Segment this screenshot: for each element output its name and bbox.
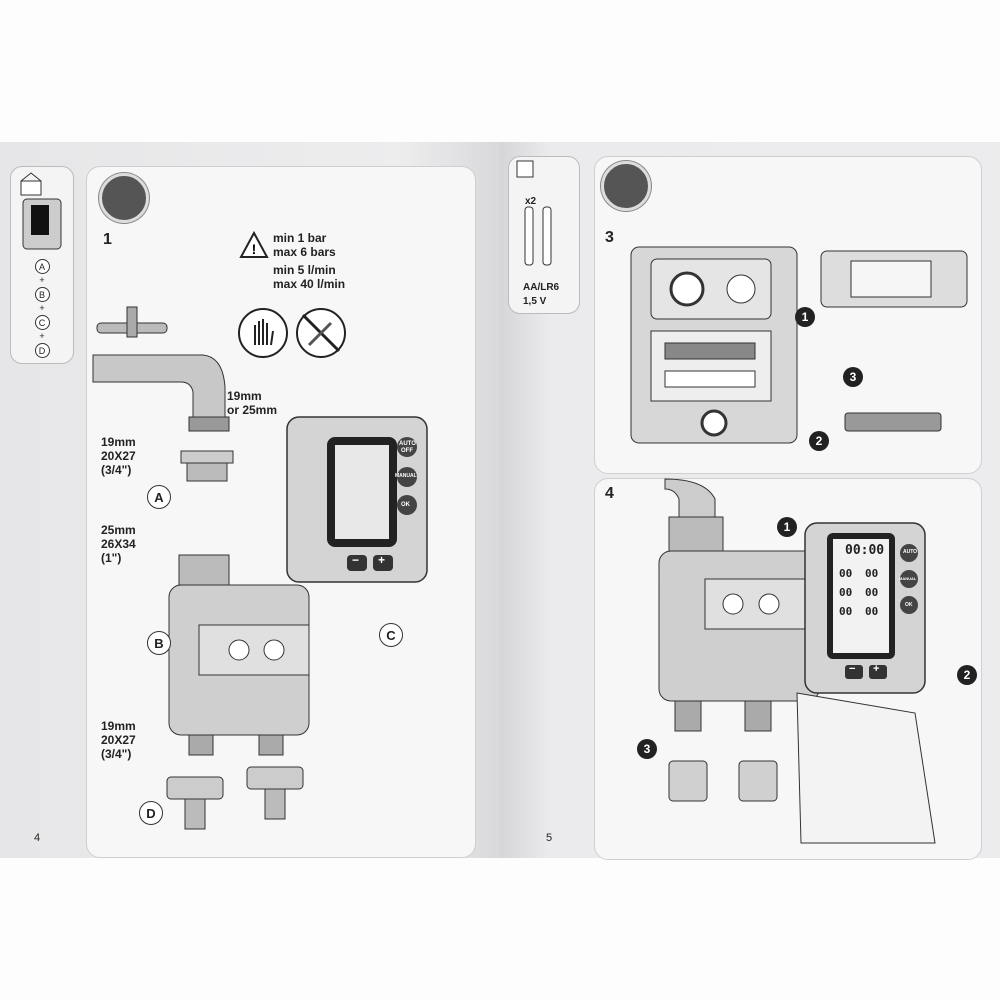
battery-voltage: 1,5 V (523, 296, 547, 307)
battery-tab: x2 AA/LR6 1,5 V (508, 156, 580, 314)
lcd-cell: 00 (839, 605, 853, 618)
sidebar-plus: + (39, 331, 45, 341)
manual-label: MANUAL (395, 473, 417, 479)
off-label: OFF (401, 448, 413, 454)
lcd-cell: 00 (839, 586, 853, 599)
callout-3: 3 (637, 739, 657, 759)
lcd-time: 00:00 (845, 543, 885, 558)
page-number-left: 4 (34, 832, 41, 844)
open-controller (796, 522, 936, 844)
part-b-label: B (147, 631, 171, 655)
pressure-min: min 1 bar (273, 231, 327, 245)
battery-aa (844, 412, 942, 432)
manual-label: MANUAL (899, 576, 917, 581)
flow-max: max 40 l/min (273, 277, 346, 291)
tap-size-1: 19mm (227, 389, 262, 403)
callout-1: 1 (795, 307, 815, 327)
battery-type: AA/LR6 (523, 282, 560, 293)
auto-label: AUTO (399, 441, 416, 447)
minus-button-label: − (849, 663, 856, 675)
box-icon (20, 172, 62, 250)
part-c-label: C (379, 623, 403, 647)
tap-size-2: or 25mm (227, 403, 278, 417)
adapter-d-inch: (3/4") (101, 747, 132, 761)
sidebar-tab: A + B + C + D (10, 166, 74, 364)
timer-valve-body (168, 554, 310, 756)
warning-icon: ! (239, 230, 269, 258)
lcd-grid: 00 00 00 00 00 00 (839, 567, 891, 618)
adapter-a-inch: (3/4") (101, 463, 132, 477)
right-page: x2 AA/LR6 1,5 V 3 (500, 142, 1000, 860)
adapter-d-size: 19mm (101, 719, 136, 733)
callout-3: 3 (843, 367, 863, 387)
battery-count: x2 (525, 196, 537, 207)
minus-button-label: − (352, 553, 360, 567)
part-d-label: D (139, 801, 163, 825)
sidebar-plus: + (39, 303, 45, 313)
svg-text:!: ! (252, 241, 257, 257)
adapter-a-thread: 20X27 (101, 449, 136, 463)
callout-1: 1 (777, 517, 797, 537)
battery-compartment (630, 246, 798, 444)
lcd-cell: 00 (865, 605, 879, 618)
left-page: A + B + C + D 1 ! min 1 bar max 6 bars m… (0, 142, 500, 858)
tools-icon (99, 173, 149, 223)
hand-tighten-icons (238, 308, 346, 358)
tap-illustration (92, 306, 230, 432)
battery-cover (820, 250, 968, 308)
step-1-panel: 1 ! min 1 bar max 6 bars min 5 l/min max… (86, 166, 476, 858)
step-3-number: 3 (605, 229, 614, 246)
lcd-cell: 00 (865, 586, 879, 599)
ok-label: OK (905, 602, 913, 608)
step-4-number: 4 (605, 485, 614, 502)
ok-label: OK (401, 502, 410, 508)
sidebar-letter-d: D (34, 343, 50, 358)
battery-icon (516, 160, 552, 266)
adapter-d-thread: 20X27 (101, 733, 136, 747)
lcd-cell: 00 (839, 567, 853, 580)
part-a-label: A (147, 485, 171, 509)
page-number-right: 5 (546, 832, 553, 844)
auto-label: AUTO (903, 549, 918, 555)
tools-icon (601, 161, 651, 211)
lcd-cell: 00 (865, 567, 879, 580)
callout-2: 2 (957, 665, 977, 685)
adapter-b-size: 25mm (101, 523, 136, 537)
step-3-panel: 3 1 2 3 (594, 156, 982, 474)
sidebar-letter-a: A (34, 259, 50, 274)
plus-button-label: + (873, 663, 880, 675)
controller-unit (286, 416, 428, 583)
sidebar-letter-b: B (34, 287, 50, 302)
adapter-a (180, 450, 234, 482)
step-number: 1 (103, 231, 112, 248)
pressure-max: max 6 bars (273, 245, 336, 259)
callout-2: 2 (809, 431, 829, 451)
adapter-b-inch: (1") (101, 551, 122, 565)
hose-connectors (166, 766, 304, 830)
plus-button-label: + (378, 553, 386, 567)
adapter-a-size: 19mm (101, 435, 136, 449)
instruction-booklet: A + B + C + D 1 ! min 1 bar max 6 bars m… (0, 142, 1000, 860)
step-4-panel: 4 (594, 478, 982, 860)
flow-min: min 5 l/min (273, 263, 336, 277)
sidebar-plus: + (39, 275, 45, 285)
adapter-b-thread: 26X34 (101, 537, 136, 551)
sidebar-letter-c: C (34, 315, 50, 330)
timer-on-tap (658, 478, 820, 802)
